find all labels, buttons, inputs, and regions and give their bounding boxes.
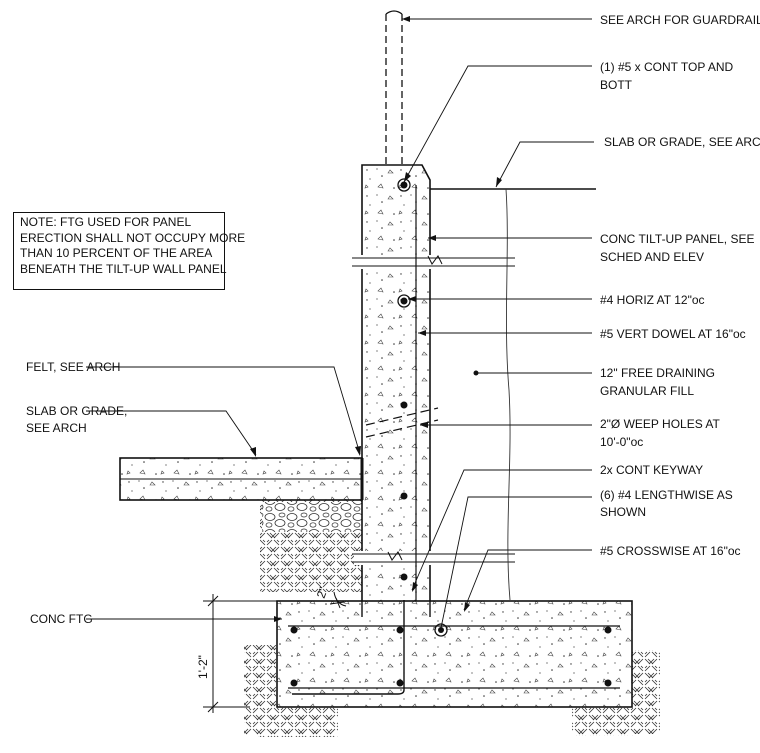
top-bott-bar-label-2: BOTT — [600, 78, 633, 92]
leader-lines — [86, 18, 594, 629]
top-bott-bar-label-1: (1) #5 x CONT TOP AND — [600, 60, 733, 74]
granular-fill-boundary — [505, 188, 511, 601]
slab-left-label-1: SLAB OR GRADE, — [26, 404, 127, 418]
concrete-footing — [276, 600, 633, 708]
keyway-label: 2x CONT KEYWAY — [600, 463, 703, 477]
panel-label-1: CONC TILT-UP PANEL, SEE — [600, 232, 755, 246]
panel-label-2: SCHED AND ELEV — [600, 250, 704, 264]
horiz-bar-label: #4 HORIZ AT 12"oc — [600, 293, 705, 307]
note-line-4: BENEATH THE TILT-UP WALL PANEL — [20, 261, 227, 276]
keyway-dimension-label: 2" — [314, 585, 331, 600]
note-line-2: ERECTION SHALL NOT OCCUPY MORE — [20, 230, 246, 245]
note-line-3: THAN 10 PERCENT OF THE AREA — [20, 246, 213, 260]
panel-rebar-dots — [397, 178, 411, 581]
note-line-1: NOTE: FTG USED FOR PANEL — [20, 215, 192, 229]
felt-label: FELT, SEE ARCH — [26, 360, 120, 374]
erection-note-box: NOTE: FTG USED FOR PANEL ERECTION SHALL … — [13, 212, 246, 290]
weep-label-1: 2"Ø WEEP HOLES AT — [600, 417, 721, 431]
earth-hatch — [244, 500, 660, 737]
left-slab — [119, 457, 364, 501]
panel-extension-break — [385, 10, 403, 165]
footing-depth-dimension — [203, 594, 278, 713]
leader-arrows — [250, 16, 502, 622]
weep-label-2: 10'-0"oc — [600, 435, 643, 449]
slab-right-label: SLAB OR GRADE, SEE ARCH — [604, 135, 760, 149]
fill-label-1: 12" FREE DRAINING — [600, 366, 715, 380]
lengthwise-label-1: (6) #4 LENGTHWISE AS — [600, 488, 733, 502]
guardrail-label: SEE ARCH FOR GUARDRAIL — [600, 13, 760, 27]
keyway-dimension — [329, 591, 347, 609]
fill-label-2: GRANULAR FILL — [600, 384, 694, 398]
footing-depth-label: 1'-2" — [196, 655, 210, 679]
slab-left-label-2: SEE ARCH — [26, 421, 87, 435]
tilt-up-panel — [352, 164, 515, 618]
footing-label: CONC FTG — [30, 612, 93, 626]
dowel-label: #5 VERT DOWEL AT 16"oc — [600, 327, 746, 341]
crosswise-label: #5 CROSSWISE AT 16"oc — [600, 544, 741, 558]
callout-labels: SEE ARCH FOR GUARDRAIL (1) #5 x CONT TOP… — [26, 13, 760, 626]
lengthwise-label-2: SHOWN — [600, 505, 646, 519]
